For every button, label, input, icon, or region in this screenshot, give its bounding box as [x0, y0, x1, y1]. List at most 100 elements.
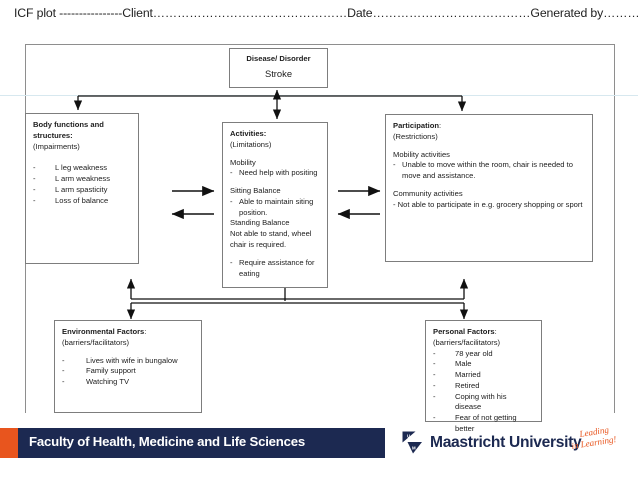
svg-text:U: U: [407, 434, 410, 439]
list-item-label: Male: [455, 359, 472, 369]
list-item: - Married: [433, 370, 534, 381]
personal-title: Personal Factors: [433, 327, 495, 336]
list-item: - L leg weakness: [33, 163, 131, 174]
box-participation: Participation: (Restrictions) Mobility a…: [385, 114, 593, 262]
group-heading: Mobility: [230, 157, 256, 167]
box-activities: Activities: (Limitations) Mobility - Nee…: [222, 122, 328, 288]
group-heading: Standing Balance: [230, 218, 290, 228]
list-item: - L arm weakness: [33, 174, 131, 185]
bullet-dash: -: [433, 391, 436, 401]
list-item: - Coping with his disease: [433, 392, 534, 414]
activities-group-mobility: Mobility - Need help with positing: [230, 158, 320, 180]
list-item: Not able to stand, wheel chair is requir…: [230, 229, 320, 251]
body-functions-title-line2: structures:: [33, 130, 73, 140]
bullet-dash: -: [433, 359, 436, 369]
list-item: - Need help with positing: [230, 168, 320, 179]
bullet-dash: -: [33, 163, 36, 173]
personal-subtitle: (barriers/facilitators): [433, 337, 501, 347]
leading-in-learning-tagline-icon: Leading in Learning!: [571, 426, 617, 451]
list-item-label: 78 year old: [455, 348, 493, 358]
disease-value: Stroke: [264, 67, 293, 79]
bullet-dash: -: [433, 413, 436, 423]
participation-group-community: Community activities - Not able to parti…: [393, 189, 585, 211]
page-header-text: ICF plot ----------------Client…………………………: [14, 6, 638, 20]
participation-subtitle: (Restrictions): [393, 131, 438, 141]
bullet-dash: -: [230, 257, 233, 267]
list-item-label: Married: [455, 370, 481, 380]
group-heading: Community activities: [393, 188, 463, 198]
bullet-dash: -: [33, 174, 36, 184]
list-item-label: Not able to stand, wheel chair is requir…: [230, 229, 312, 250]
footer-orange-accent: [0, 428, 18, 458]
environmental-title: Environmental Factors: [62, 327, 145, 336]
footer-navy-bar: [18, 428, 385, 458]
bullet-dash: -: [433, 348, 436, 358]
university-wordmark: Maastricht University: [430, 434, 582, 451]
personal-title-row: Personal Factors:: [433, 327, 534, 338]
body-functions-subtitle: (Impairments): [33, 141, 80, 151]
group-heading: Sitting Balance: [230, 186, 281, 196]
list-item-label: Able to maintain siting position.: [239, 196, 314, 217]
bullet-dash: -: [33, 195, 36, 205]
list-item-label: Unable to move within the room, chair is…: [402, 160, 573, 181]
environmental-title-row: Environmental Factors:: [62, 327, 194, 338]
list-item-label: L leg weakness: [55, 163, 108, 173]
list-item-label: Need help with positing: [239, 168, 318, 178]
list-item: - Lives with wife in bungalow: [62, 356, 194, 367]
list-item-label: Loss of balance: [55, 195, 109, 205]
group-heading: Mobility activities: [393, 149, 450, 159]
list-item-label: L arm weakness: [55, 174, 111, 184]
list-item-label: Require assistance for eating: [239, 257, 315, 278]
list-item: - Male: [433, 359, 534, 370]
bullet-dash: -: [393, 160, 396, 170]
box-disease-disorder: Disease/ Disorder Stroke: [229, 48, 328, 88]
bullet-dash: -: [230, 196, 233, 206]
bullet-dash: -: [433, 370, 436, 380]
svg-text:in Learning!: in Learning!: [571, 434, 617, 451]
bullet-dash: -: [433, 380, 436, 390]
list-item: - Unable to move within the room, chair …: [393, 160, 585, 182]
list-item: - Require assistance for eating: [230, 258, 320, 280]
bullet-dash: -: [62, 355, 65, 365]
list-item-label: Family support: [86, 366, 136, 376]
activities-group-standing-balance: Standing Balance Not able to stand, whee…: [230, 218, 320, 250]
maastricht-university-logo-icon: U M: [402, 431, 422, 454]
bullet-dash: -: [62, 366, 65, 376]
list-item-label: - Not able to participate in e.g. grocer…: [393, 199, 583, 209]
list-item: - Fear of not getting better: [433, 413, 534, 435]
box-body-functions-structures: Body functions and structures: (Impairme…: [25, 113, 139, 264]
activities-title: Activities:: [230, 129, 267, 138]
environmental-title-suffix: :: [144, 327, 147, 336]
svg-text:M: M: [412, 445, 416, 450]
list-item-label: L arm spasticity: [55, 184, 108, 194]
list-item: - Not able to participate in e.g. grocer…: [393, 200, 585, 211]
activities-group-sitting-balance: Sitting Balance - Able to maintain sitin…: [230, 186, 320, 218]
box-personal-factors: Personal Factors: (barriers/facilitators…: [425, 320, 542, 433]
participation-group-mobility: Mobility activities - Unable to move wit…: [393, 150, 585, 182]
activities-subtitle: (Limitations): [230, 139, 272, 149]
list-item: - 78 year old: [433, 349, 534, 360]
body-functions-title-line1: Body functions and: [33, 120, 104, 129]
horizontal-accent-rule: [0, 95, 638, 96]
list-item: - Retired: [433, 381, 534, 392]
participation-title: Participation: [393, 121, 439, 130]
list-item: - L arm spasticity: [33, 185, 131, 196]
list-item: - Family support: [62, 366, 194, 377]
bullet-dash: -: [230, 168, 233, 178]
list-item: - Able to maintain siting position.: [230, 197, 320, 219]
participation-title-row: Participation:: [393, 121, 585, 132]
box-environmental-factors: Environmental Factors: (barriers/facilit…: [54, 320, 202, 413]
list-item-label: Lives with wife in bungalow: [86, 355, 178, 365]
list-item-label: Fear of not getting better: [455, 413, 517, 434]
participation-title-suffix: :: [439, 121, 442, 130]
activities-group-eating: - Require assistance for eating: [230, 258, 320, 280]
faculty-label: Faculty of Health, Medicine and Life Sci…: [29, 434, 306, 449]
environmental-subtitle: (barriers/facilitators): [62, 337, 130, 347]
bullet-dash: -: [62, 377, 65, 387]
bullet-dash: -: [33, 184, 36, 194]
list-item-label: Watching TV: [86, 377, 130, 387]
list-item-label: Coping with his disease: [455, 391, 507, 412]
disease-title: Disease/ Disorder: [246, 54, 311, 63]
list-item: - Watching TV: [62, 377, 194, 388]
list-item-label: Retired: [455, 380, 480, 390]
